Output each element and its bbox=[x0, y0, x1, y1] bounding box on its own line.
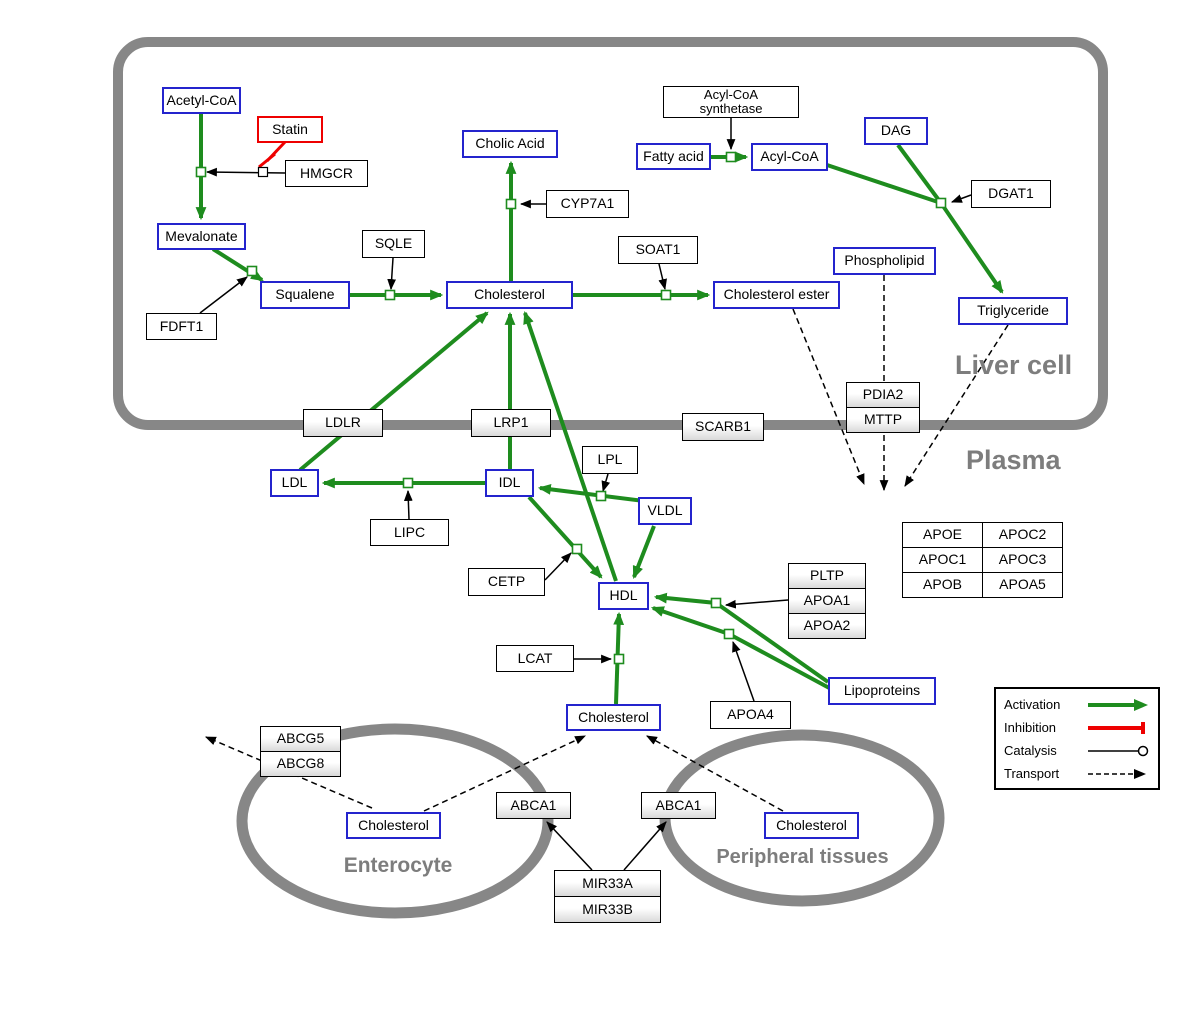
gene-apob[interactable]: APOB bbox=[902, 572, 983, 598]
catalysis-lipc bbox=[403, 489, 413, 520]
metabolite-cholesterol-enterocyte[interactable]: Cholesterol bbox=[346, 812, 441, 839]
liver-cell-label: Liver cell bbox=[955, 350, 1073, 380]
legend-activation-label: Activation bbox=[1004, 697, 1061, 712]
gene-abca1-peripheral[interactable]: ABCA1 bbox=[641, 792, 716, 819]
gene-lrp1[interactable]: LRP1 bbox=[471, 409, 551, 437]
gene-acyl-coa-synthetase[interactable]: Acyl-CoA synthetase bbox=[663, 86, 799, 118]
legend-inhibition-label: Inhibition bbox=[1004, 720, 1057, 735]
edge-dag-junction bbox=[896, 143, 940, 201]
gene-scarb1[interactable]: SCARB1 bbox=[682, 413, 764, 441]
edge-anchors bbox=[195, 151, 947, 665]
catalysis-pltp-apoa bbox=[724, 599, 789, 609]
transport-dashed-arrow-icon bbox=[1088, 768, 1146, 779]
drug-statin[interactable]: Statin bbox=[257, 116, 323, 143]
activation-arrow-icon bbox=[1088, 698, 1148, 711]
catalysis-dgat1 bbox=[950, 194, 972, 203]
regulation-mir33-abca1-left bbox=[546, 821, 593, 871]
edge-vldl-idl bbox=[537, 483, 645, 503]
peripheral-tissues-label: Peripheral tissues bbox=[716, 846, 889, 868]
enterocyte-label: Enterocyte bbox=[343, 854, 453, 877]
gene-lpl[interactable]: LPL bbox=[582, 446, 638, 474]
metabolite-cholesterol-ester[interactable]: Cholesterol ester bbox=[713, 281, 840, 309]
gene-apoc1[interactable]: APOC1 bbox=[902, 547, 983, 573]
gene-abcg8[interactable]: ABCG8 bbox=[260, 751, 341, 777]
catalysis-sqle bbox=[387, 257, 397, 291]
inhibition-statin-tee bbox=[258, 152, 276, 169]
gene-apoa5[interactable]: APOA5 bbox=[982, 572, 1063, 598]
gene-apoc3[interactable]: APOC3 bbox=[982, 547, 1063, 573]
catalysis-soat1 bbox=[658, 263, 667, 291]
gene-lipc[interactable]: LIPC bbox=[370, 519, 449, 546]
gene-mir33a[interactable]: MIR33A bbox=[554, 870, 661, 897]
gene-pltp[interactable]: PLTP bbox=[788, 563, 866, 589]
enterocyte-membrane bbox=[236, 723, 554, 919]
liver-cell-membrane bbox=[113, 37, 1108, 430]
plasma-label: Plasma bbox=[966, 445, 1061, 475]
gene-mttp[interactable]: MTTP bbox=[846, 407, 920, 433]
metabolite-squalene[interactable]: Squalene bbox=[260, 281, 350, 309]
metabolite-cholesterol-plasma[interactable]: Cholesterol bbox=[566, 704, 661, 731]
catalysis-hmgcr bbox=[205, 167, 286, 177]
gene-apoc2[interactable]: APOC2 bbox=[982, 522, 1063, 548]
gene-hmgcr[interactable]: HMGCR bbox=[285, 160, 368, 187]
inhibition-edge-statin bbox=[258, 140, 287, 169]
metabolite-cholic-acid[interactable]: Cholic Acid bbox=[462, 130, 558, 158]
gene-apoa1[interactable]: APOA1 bbox=[788, 588, 866, 614]
compartments bbox=[113, 37, 1108, 919]
catalysis-lpl bbox=[601, 473, 611, 493]
gene-dgat1[interactable]: DGAT1 bbox=[971, 180, 1051, 208]
metabolite-triglyceride[interactable]: Triglyceride bbox=[958, 297, 1068, 325]
metabolite-hdl[interactable]: HDL bbox=[598, 582, 649, 610]
metabolite-dag[interactable]: DAG bbox=[864, 117, 928, 145]
edge-idl-hdl bbox=[527, 495, 603, 579]
legend-activation-row: Activation bbox=[1004, 694, 1150, 715]
gene-apoa2[interactable]: APOA2 bbox=[788, 613, 866, 639]
gene-abca1-enterocyte[interactable]: ABCA1 bbox=[496, 792, 571, 819]
catalysis-apoa4 bbox=[732, 640, 755, 702]
metabolite-ldl[interactable]: LDL bbox=[270, 469, 319, 497]
metabolite-acyl-coa[interactable]: Acyl-CoA bbox=[751, 143, 828, 171]
gene-mir33b[interactable]: MIR33B bbox=[554, 896, 661, 923]
gene-ldlr[interactable]: LDLR bbox=[303, 409, 383, 437]
gene-cyp7a1[interactable]: CYP7A1 bbox=[546, 190, 629, 218]
metabolite-fatty-acid[interactable]: Fatty acid bbox=[636, 143, 711, 170]
transport-triglyceride-plasma bbox=[904, 324, 1009, 487]
metabolite-cholesterol-liver[interactable]: Cholesterol bbox=[446, 281, 573, 309]
edge-vldl-hdl bbox=[632, 525, 656, 580]
legend: Activation Inhibition Catalysis Transpor… bbox=[994, 687, 1160, 790]
gene-pdia2[interactable]: PDIA2 bbox=[846, 382, 920, 408]
inhibition-tee-icon bbox=[1088, 721, 1145, 734]
catalysis-circle-icon bbox=[1088, 745, 1149, 756]
gene-sqle[interactable]: SQLE bbox=[362, 230, 425, 258]
legend-catalysis-row: Catalysis bbox=[1004, 740, 1150, 761]
transport-peripheral-cholesterol-out bbox=[646, 735, 784, 812]
gene-apoe[interactable]: APOE bbox=[902, 522, 983, 548]
metabolite-acetyl-coa[interactable]: Acetyl-CoA bbox=[162, 87, 241, 114]
gene-apoa4[interactable]: APOA4 bbox=[710, 701, 791, 729]
statin-anchor bbox=[257, 166, 269, 178]
legend-inhibition-row: Inhibition bbox=[1004, 717, 1150, 738]
legend-catalysis-label: Catalysis bbox=[1004, 743, 1057, 758]
catalysis-edges bbox=[199, 118, 972, 871]
metabolite-phospholipid[interactable]: Phospholipid bbox=[833, 247, 936, 275]
edge-hdl-cholesterol-liver bbox=[523, 310, 618, 582]
metabolite-vldl[interactable]: VLDL bbox=[638, 497, 692, 525]
gene-fdft1[interactable]: FDFT1 bbox=[146, 313, 217, 340]
edge-ldl-cholesterol-liver bbox=[298, 311, 489, 472]
metabolite-cholesterol-peripheral[interactable]: Cholesterol bbox=[764, 812, 859, 839]
legend-transport-row: Transport bbox=[1004, 763, 1150, 784]
gene-abcg5[interactable]: ABCG5 bbox=[260, 726, 341, 752]
catalysis-cetp bbox=[544, 552, 572, 581]
gene-lcat[interactable]: LCAT bbox=[496, 645, 574, 672]
metabolite-lipoproteins[interactable]: Lipoproteins bbox=[828, 677, 936, 705]
gene-cetp[interactable]: CETP bbox=[468, 568, 545, 596]
metabolite-mevalonate[interactable]: Mevalonate bbox=[157, 223, 246, 250]
gene-soat1[interactable]: SOAT1 bbox=[618, 236, 698, 264]
catalysis-fdft1 bbox=[199, 276, 248, 314]
transport-cholesterolester-plasma bbox=[792, 308, 865, 486]
regulation-mir33-abca1-right bbox=[623, 821, 667, 871]
legend-transport-label: Transport bbox=[1004, 766, 1060, 781]
metabolite-idl[interactable]: IDL bbox=[485, 469, 534, 497]
